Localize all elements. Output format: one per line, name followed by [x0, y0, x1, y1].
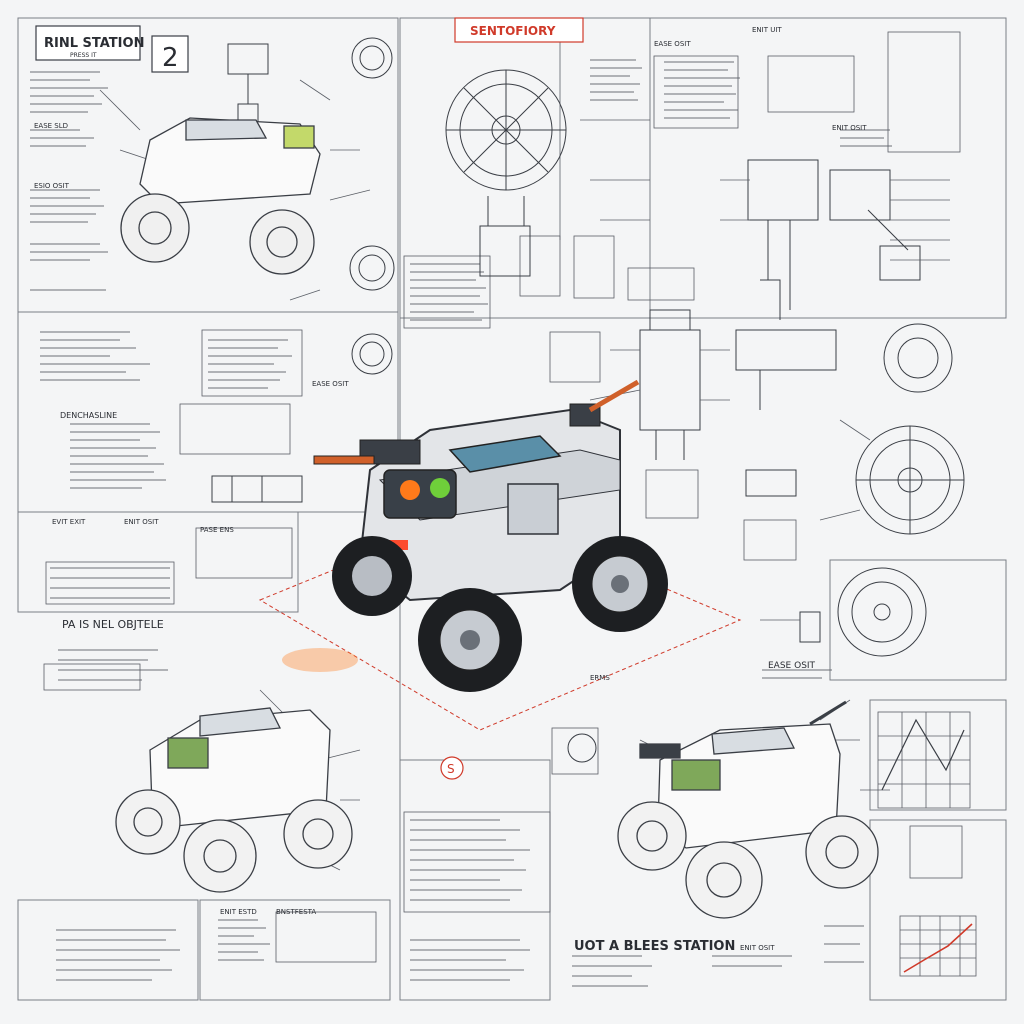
note-left-b: ESIO OSIT [34, 182, 70, 190]
note-right-b: EASE OSIT [654, 40, 691, 48]
note-bottom-c: ENIT OSIT [740, 944, 775, 952]
small-diagrams [43, 31, 963, 963]
parts-label: PA IS NEL OBJTELE [62, 618, 164, 631]
sketch-vehicle-bottom-left [115, 707, 353, 893]
center-mark-text: S [447, 762, 455, 776]
graph-figure [877, 711, 977, 977]
step-number: 2 [162, 43, 179, 73]
note-left-e: ENIT OSIT [124, 518, 159, 526]
top-left-title: RINL STATION [44, 36, 144, 51]
note-left-f: PASE ENS [200, 526, 234, 534]
right-caption: EASE OSIT [768, 661, 816, 671]
mechanical-assemblies [211, 43, 921, 643]
gear-diagrams [349, 37, 965, 763]
bottom-title: UOT A BLEES STATION [574, 939, 735, 954]
note-left-c: DENCHASLINE [60, 411, 117, 420]
note-left-d: EVIT EXIT [52, 518, 86, 526]
main-vehicle [313, 379, 668, 692]
note-right-c: ENIT OSIT [832, 124, 867, 132]
note-left-a: EASE SLD [34, 122, 68, 130]
panel-frames [17, 17, 1007, 1001]
note-left-g: EASE OSIT [312, 380, 349, 388]
center-mark: S [440, 756, 464, 780]
sheet-labels: PA IS NEL OBJTELE UOT A BLEES STATION EA… [34, 26, 867, 954]
ground-plane: ERMS [258, 509, 742, 731]
note-bottom-b: BNSTFESTA [276, 908, 316, 916]
ground-label: ERMS [590, 674, 610, 682]
center-title: SENTOFIORY [470, 24, 556, 38]
sketch-vehicle-bottom-right [617, 700, 879, 919]
center-title-box: SENTOFIORY [454, 17, 584, 43]
title-box: RINL STATION PRESS IT [35, 25, 144, 61]
note-bottom-a: ENIT ESTD [220, 908, 257, 916]
note-right-a: ENIT UIT [752, 26, 782, 34]
fine-print-lines [30, 59, 892, 987]
step-number-box: 2 [151, 35, 189, 73]
sketch-vehicle-top-left [120, 117, 321, 275]
top-left-subtitle: PRESS IT [70, 52, 97, 59]
main-vehicle-wheels [332, 536, 668, 692]
